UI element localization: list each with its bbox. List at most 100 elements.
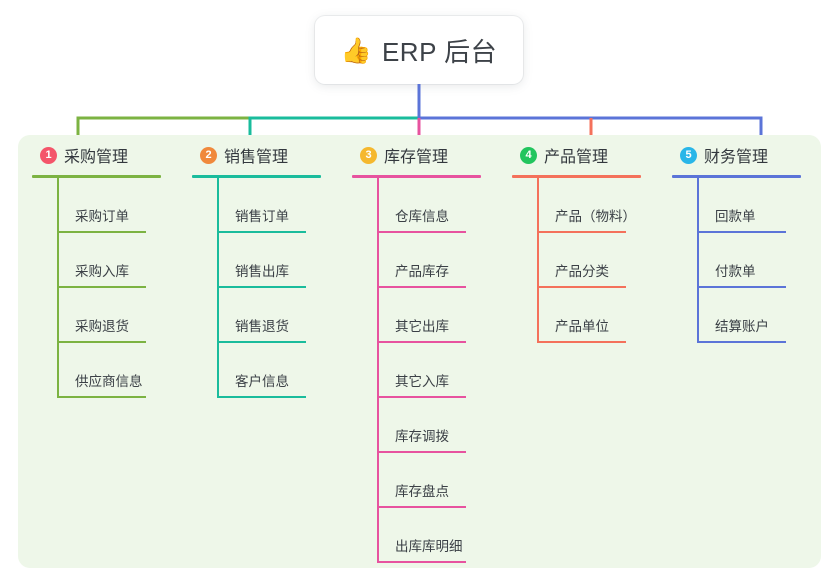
list-item[interactable]: 产品（物料） bbox=[537, 178, 672, 233]
list-item-rule bbox=[57, 396, 146, 398]
list-item-rule bbox=[217, 286, 306, 288]
list-item[interactable]: 其它出库 bbox=[377, 288, 512, 343]
list-item-label: 出库库明细 bbox=[395, 539, 463, 554]
column-5: 5 财务管理回款单付款单结算账户 bbox=[672, 135, 832, 343]
column-items-2: 销售订单销售出库销售退货客户信息 bbox=[217, 178, 352, 398]
list-item-label: 采购订单 bbox=[75, 209, 129, 224]
list-item-rule bbox=[377, 506, 466, 508]
list-item-label: 采购退货 bbox=[75, 319, 129, 334]
list-item-rule bbox=[377, 396, 466, 398]
list-item-label: 产品库存 bbox=[395, 264, 449, 279]
column-badge-3: 3 bbox=[360, 146, 377, 164]
list-item[interactable]: 其它入库 bbox=[377, 343, 512, 398]
column-spine-4 bbox=[537, 178, 539, 343]
column-header-5[interactable]: 5 财务管理 bbox=[672, 135, 832, 175]
column-spine-1 bbox=[57, 178, 59, 398]
list-item[interactable]: 产品单位 bbox=[537, 288, 672, 343]
list-item[interactable]: 采购退货 bbox=[57, 288, 192, 343]
list-item-rule bbox=[377, 231, 466, 233]
column-header-1[interactable]: 1 采购管理 bbox=[32, 135, 192, 175]
list-item-label: 产品单位 bbox=[555, 319, 609, 334]
column-header-3[interactable]: 3 库存管理 bbox=[352, 135, 512, 175]
column-rule-1 bbox=[32, 175, 161, 178]
list-item-label: 付款单 bbox=[715, 264, 756, 279]
list-item-label: 销售订单 bbox=[235, 209, 289, 224]
list-item[interactable]: 出库库明细 bbox=[377, 508, 512, 563]
list-item[interactable]: 销售订单 bbox=[217, 178, 352, 233]
content-panel bbox=[18, 135, 821, 568]
column-header-2[interactable]: 2 销售管理 bbox=[192, 135, 352, 175]
column-badge-4: 4 bbox=[520, 146, 537, 164]
list-item[interactable]: 客户信息 bbox=[217, 343, 352, 398]
list-item[interactable]: 结算账户 bbox=[697, 288, 832, 343]
list-item[interactable]: 销售退货 bbox=[217, 288, 352, 343]
list-item-label: 产品（物料） bbox=[555, 209, 636, 224]
column-rule-5 bbox=[672, 175, 801, 178]
list-item-label: 采购入库 bbox=[75, 264, 129, 279]
column-items-1: 采购订单采购入库采购退货供应商信息 bbox=[57, 178, 192, 398]
list-item-label: 产品分类 bbox=[555, 264, 609, 279]
list-item-rule bbox=[57, 341, 146, 343]
list-item-label: 销售退货 bbox=[235, 319, 289, 334]
list-item[interactable]: 产品分类 bbox=[537, 233, 672, 288]
column-rule-4 bbox=[512, 175, 641, 178]
list-item-rule bbox=[697, 286, 786, 288]
columns-container: 1 采购管理采购订单采购入库采购退货供应商信息 2 销售管理销售订单销售出库销售退货客… bbox=[18, 135, 821, 568]
list-item[interactable]: 回款单 bbox=[697, 178, 832, 233]
column-title-5: 财务管理 bbox=[704, 149, 769, 166]
column-2: 2 销售管理销售订单销售出库销售退货客户信息 bbox=[192, 135, 352, 398]
list-item-label: 结算账户 bbox=[715, 319, 769, 334]
list-item-rule bbox=[377, 286, 466, 288]
column-items-5: 回款单付款单结算账户 bbox=[697, 178, 832, 343]
list-item-label: 销售出库 bbox=[235, 264, 289, 279]
column-items-4: 产品（物料） 产品分类产品单位 bbox=[537, 178, 672, 343]
root-node[interactable]: 👍 ERP 后台 bbox=[315, 16, 523, 84]
list-item-rule bbox=[217, 341, 306, 343]
list-item-rule bbox=[377, 451, 466, 453]
list-item-label: 客户信息 bbox=[235, 374, 289, 389]
column-spine-2 bbox=[217, 178, 219, 398]
list-item-label: 其它入库 bbox=[395, 374, 449, 389]
list-item-rule bbox=[537, 341, 626, 343]
list-item-rule bbox=[537, 231, 626, 233]
list-item-rule bbox=[57, 231, 146, 233]
list-item-label: 库存调拨 bbox=[395, 429, 449, 444]
column-title-3: 库存管理 bbox=[384, 149, 449, 166]
list-item[interactable]: 销售出库 bbox=[217, 233, 352, 288]
list-item[interactable]: 仓库信息 bbox=[377, 178, 512, 233]
list-item[interactable]: 产品库存 bbox=[377, 233, 512, 288]
column-title-1: 采购管理 bbox=[64, 149, 129, 166]
column-badge-2: 2 bbox=[200, 146, 217, 164]
column-title-4: 产品管理 bbox=[544, 149, 609, 166]
column-spine-5 bbox=[697, 178, 699, 343]
root-title: ERP 后台 bbox=[381, 36, 498, 67]
list-item-label: 回款单 bbox=[715, 209, 756, 224]
column-badge-1: 1 bbox=[40, 146, 57, 164]
list-item-label: 库存盘点 bbox=[395, 484, 449, 499]
column-4: 4 产品管理产品（物料） 产品分类产品单位 bbox=[512, 135, 672, 343]
list-item-rule bbox=[57, 286, 146, 288]
column-badge-5: 5 bbox=[680, 146, 697, 164]
column-rule-2 bbox=[192, 175, 321, 178]
list-item-label: 供应商信息 bbox=[75, 374, 143, 389]
list-item-label: 其它出库 bbox=[395, 319, 449, 334]
list-item-rule bbox=[537, 286, 626, 288]
column-rule-3 bbox=[352, 175, 481, 178]
list-item[interactable]: 付款单 bbox=[697, 233, 832, 288]
thumbs-up-icon: 👍 bbox=[340, 35, 372, 65]
list-item[interactable]: 库存盘点 bbox=[377, 453, 512, 508]
column-header-4[interactable]: 4 产品管理 bbox=[512, 135, 672, 175]
list-item-label: 仓库信息 bbox=[395, 209, 449, 224]
list-item[interactable]: 供应商信息 bbox=[57, 343, 192, 398]
column-3: 3 库存管理仓库信息产品库存其它出库其它入库库存调拨库存盘点出库库明细 bbox=[352, 135, 512, 563]
column-items-3: 仓库信息产品库存其它出库其它入库库存调拨库存盘点出库库明细 bbox=[377, 178, 512, 563]
list-item-rule bbox=[217, 231, 306, 233]
list-item[interactable]: 采购订单 bbox=[57, 178, 192, 233]
list-item-rule bbox=[377, 341, 466, 343]
column-title-2: 销售管理 bbox=[224, 149, 289, 166]
list-item-rule bbox=[697, 341, 786, 343]
column-1: 1 采购管理采购订单采购入库采购退货供应商信息 bbox=[32, 135, 192, 398]
list-item[interactable]: 库存调拨 bbox=[377, 398, 512, 453]
list-item[interactable]: 采购入库 bbox=[57, 233, 192, 288]
